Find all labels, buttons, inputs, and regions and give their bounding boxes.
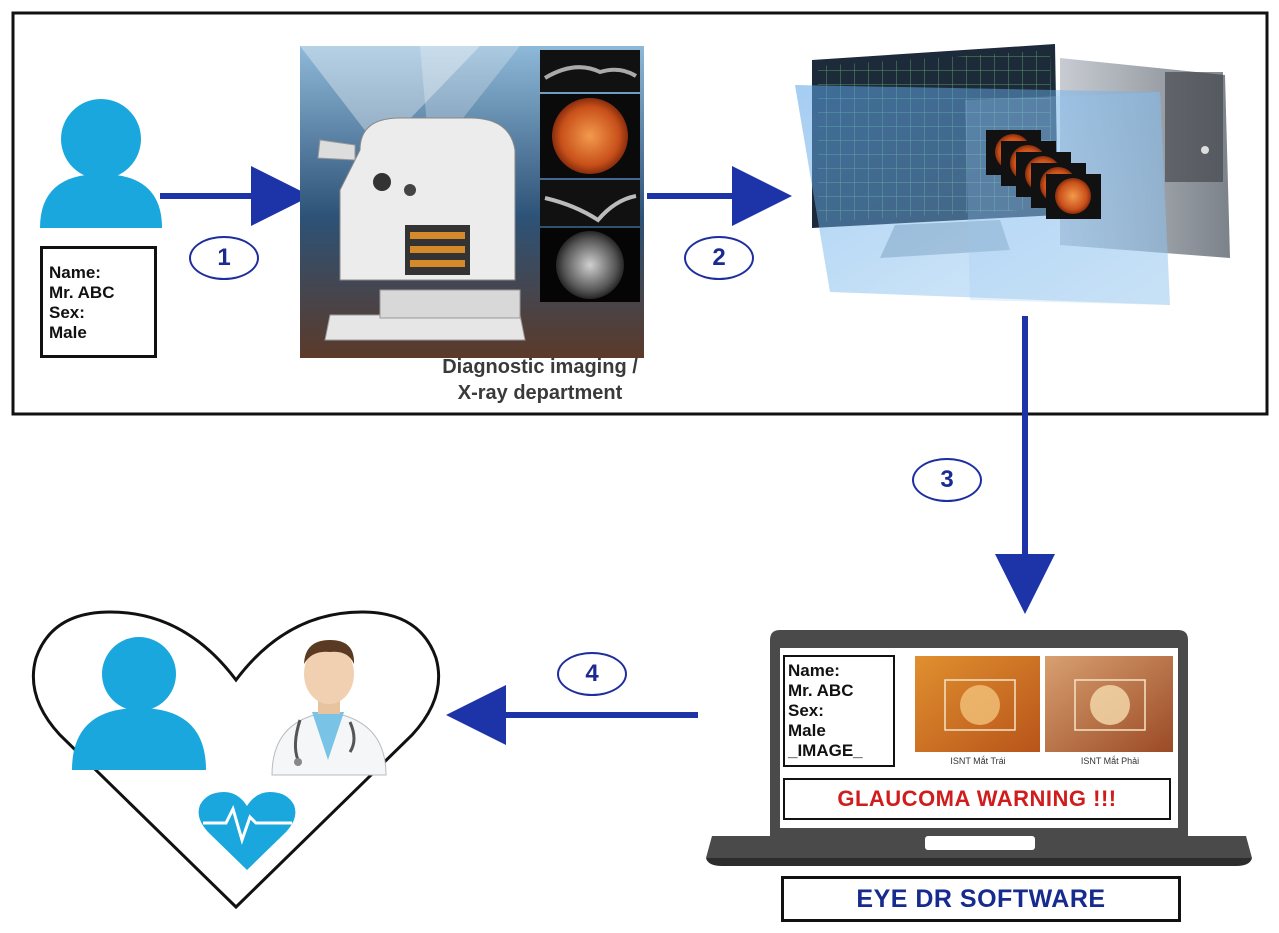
doctor-icon [271, 640, 387, 776]
department-caption: Diagnostic imaging / X-ray department [400, 354, 680, 406]
laptop-patient-card: Name: Mr. ABC Sex: Male _IMAGE_ [783, 655, 895, 767]
heartbeat-icon [198, 792, 296, 870]
person-icon [72, 637, 206, 770]
fundus-camera-icon [300, 46, 644, 358]
step-3-marker: 3 [912, 458, 982, 502]
department-caption-line-1: Diagnostic imaging / [442, 356, 638, 378]
glaucoma-warning: GLAUCOMA WARNING !!! [783, 778, 1171, 820]
right-eye-caption: ISNT Mắt Phải [1080, 756, 1140, 766]
patient-sex-value: Male [49, 323, 87, 342]
laptop-image-label: _IMAGE_ [788, 741, 863, 760]
laptop-sex-value: Male [788, 721, 826, 740]
computer-server-icon [795, 44, 1230, 305]
step-4-marker: 4 [557, 652, 627, 696]
laptop-sex-label: Sex: [788, 701, 824, 720]
step-2-marker: 2 [684, 236, 754, 280]
patient-name-value: Mr. ABC [49, 283, 115, 302]
left-eye-caption: ISNT Mắt Trái [950, 756, 1006, 766]
person-icon [40, 99, 162, 228]
step-1-marker: 1 [189, 236, 259, 280]
patient-sex-label: Sex: [49, 303, 85, 322]
laptop-name-label: Name: [788, 661, 840, 680]
software-label: EYE DR SOFTWARE [781, 876, 1181, 922]
patient-info-card: Name: Mr. ABC Sex: Male [40, 246, 157, 358]
department-frame [11, 11, 1269, 416]
patient-name-label: Name: [49, 263, 101, 282]
laptop-name-value: Mr. ABC [788, 681, 854, 700]
department-caption-line-2: X-ray department [457, 382, 623, 404]
